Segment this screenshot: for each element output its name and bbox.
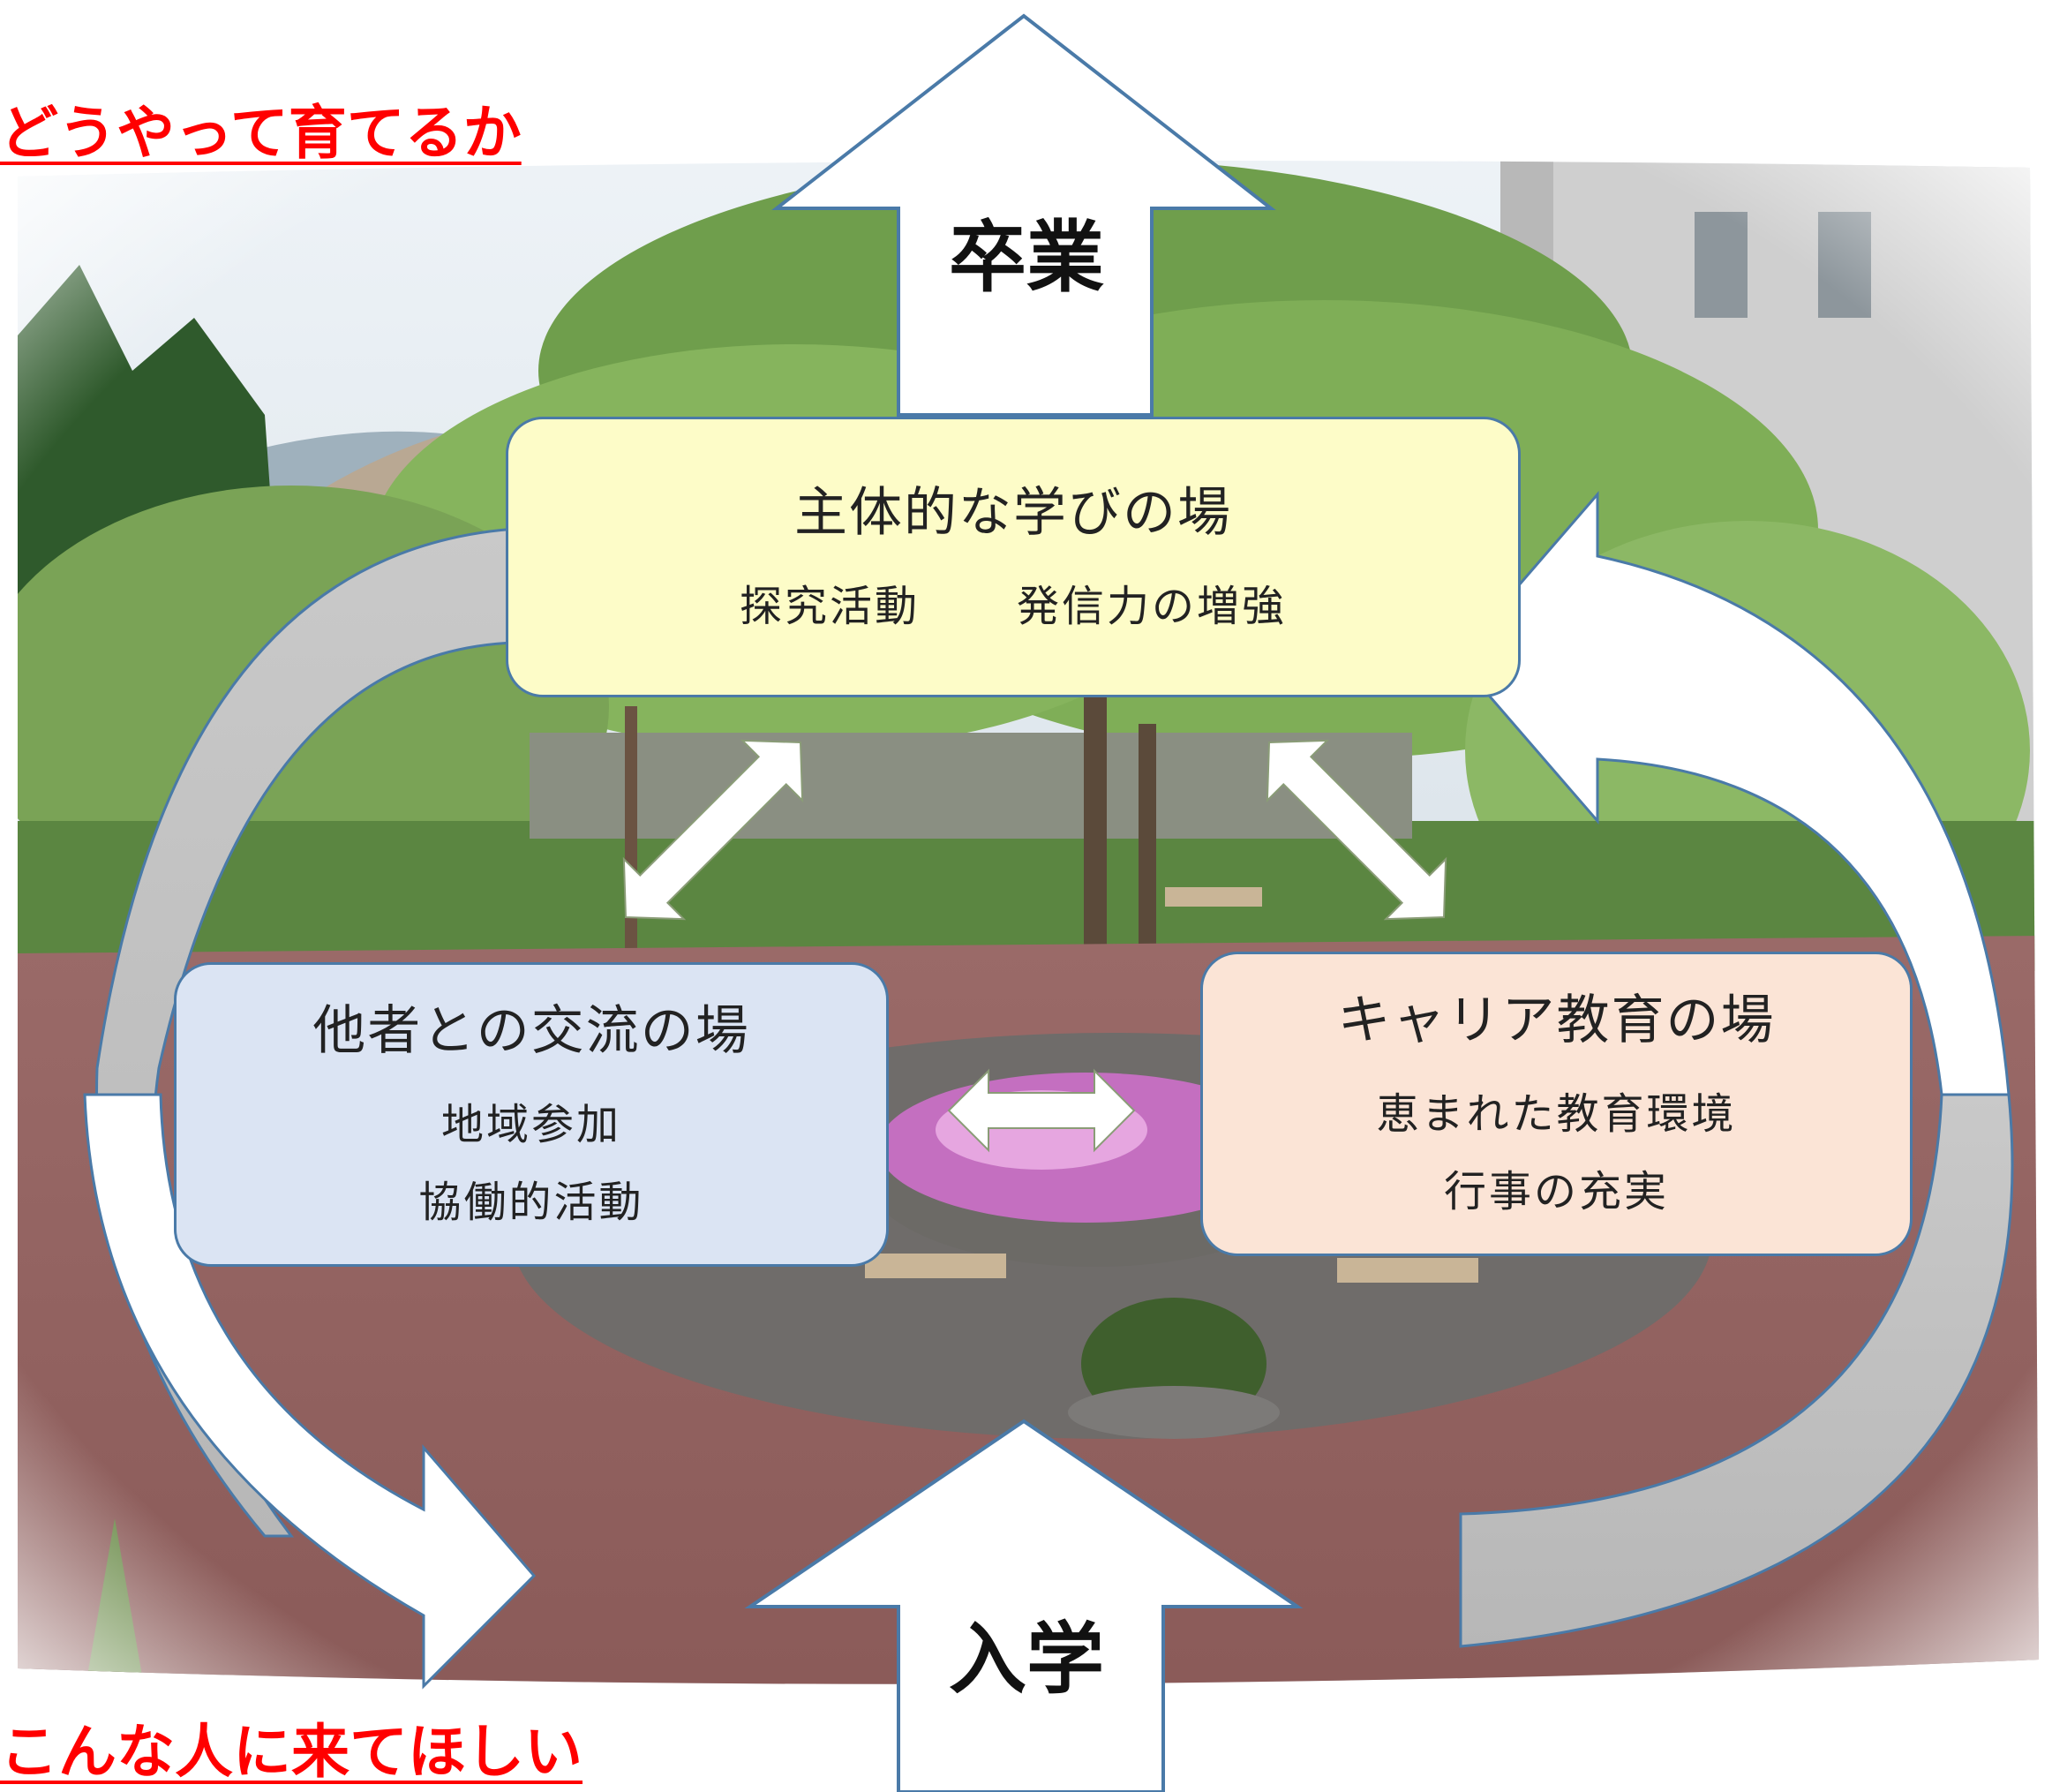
career-education-box: キャリア教育の場 恵まれた教育環境 行事の充実 [1200, 952, 1913, 1256]
heading-how-to-nurture: どうやって育てるか [0, 99, 522, 167]
proactive-learning-title: 主体的な学びの場 [794, 481, 1232, 544]
cycle-arrow-left [95, 526, 537, 1538]
interaction-item: 地域参加 [440, 1100, 621, 1149]
interaction-item: 協働的活動 [418, 1178, 644, 1227]
interaction-title: 他者との交流の場 [312, 1000, 750, 1062]
proactive-learning-box: 主体的な学びの場 探究活動 発信力の増強 [506, 417, 1521, 697]
double-arrow-top-left [622, 739, 804, 921]
admission-label: 入学 [949, 1614, 1105, 1705]
cycle-arrow-left-head [83, 1093, 537, 1690]
double-arrow-middle [947, 1068, 1136, 1153]
proactive-learning-item: 探究活動 [739, 581, 920, 631]
graduation-arrow [771, 13, 1276, 417]
proactive-learning-item: 発信力の増強 [1017, 581, 1288, 631]
career-education-item: 恵まれた教育環境 [1376, 1089, 1737, 1139]
admission-arrow [744, 1419, 1304, 1792]
career-education-title: キャリア教育の場 [1337, 990, 1776, 1051]
interaction-box: 他者との交流の場 地域参加 協働的活動 [174, 962, 889, 1267]
double-arrow-top-right [1266, 739, 1447, 921]
cycle-arrow-right [1459, 1093, 2014, 1648]
proactive-learning-items: 探究活動 発信力の増強 [740, 568, 1287, 645]
graduation-label: 卒業 [949, 212, 1105, 303]
heading-wanted-students: こんな人に来てほしい [0, 1718, 583, 1786]
career-education-item: 行事の充実 [1443, 1167, 1669, 1216]
